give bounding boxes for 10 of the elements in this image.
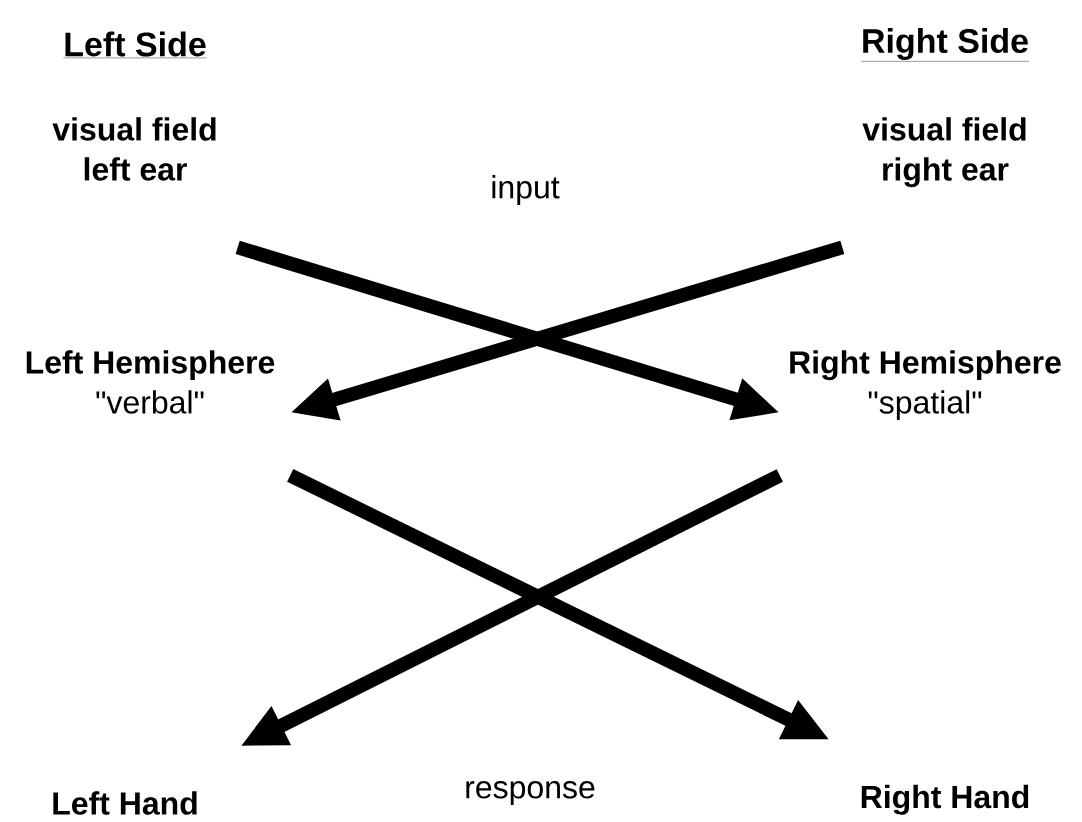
- input-source-label: visual field right ear: [862, 117, 1026, 188]
- hand-label: Right Hand: [861, 784, 1029, 815]
- input-label: input: [492, 175, 560, 205]
- hand-label: Left Hand: [53, 791, 197, 815]
- side-heading: Left Side: [63, 31, 207, 59]
- side-heading: Right Side: [860, 28, 1030, 62]
- response-label: response: [466, 781, 595, 805]
- hemisphere-label: Right Hemisphere "spatial": [790, 350, 1061, 420]
- hemisphere-label: Left Hemisphere "verbal": [26, 350, 275, 414]
- input-source-label: visual field left ear: [52, 117, 216, 181]
